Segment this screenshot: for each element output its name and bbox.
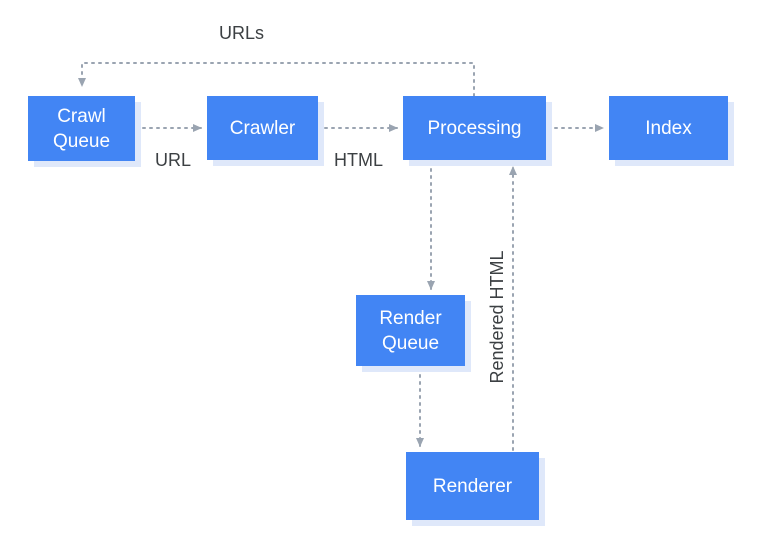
urls-label: URLs xyxy=(219,23,265,43)
processing-node: Processing xyxy=(403,96,546,160)
render-queue-node: Render Queue xyxy=(356,295,465,366)
index-node: Index xyxy=(609,96,728,160)
crawler-node: Crawler xyxy=(207,96,318,160)
renderer-node: Renderer xyxy=(406,452,539,520)
html-label: HTML xyxy=(334,150,383,170)
connector-processing-to-crawl-queue xyxy=(78,62,475,97)
rendered-html-label: Rendered HTML xyxy=(487,250,507,384)
crawl-queue-node: Crawl Queue xyxy=(28,96,135,161)
url-label: URL xyxy=(155,150,192,170)
